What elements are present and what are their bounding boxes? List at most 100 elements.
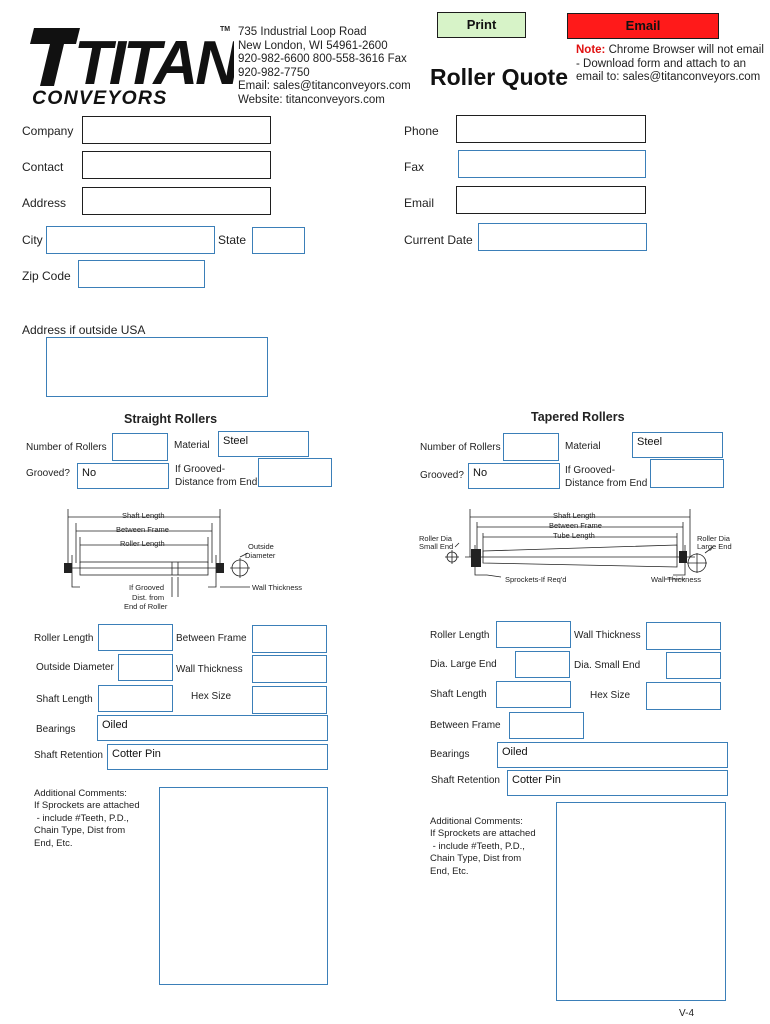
tapered-comments-label: Additional Comments: If Sprockets are at… xyxy=(430,816,536,878)
tapered-comments-line: End, Etc. xyxy=(430,865,469,877)
tapered-dia-small-field[interactable] xyxy=(666,652,721,679)
email-button[interactable]: Email xyxy=(567,13,719,39)
straight-comments-line: Chain Type, Dist from xyxy=(34,825,126,837)
city-label: City xyxy=(22,233,43,247)
tapered-grooved-label: Grooved? xyxy=(420,470,464,481)
tapered-diagram-wall-thickness: Wall Thickness xyxy=(651,575,701,584)
straight-num-rollers-field[interactable] xyxy=(112,433,168,461)
diagram-wall-thickness: Wall Thickness xyxy=(252,583,302,592)
straight-distance-field[interactable] xyxy=(258,458,332,487)
contact-field[interactable] xyxy=(82,151,271,179)
straight-between-frame-label: Between Frame xyxy=(176,633,247,644)
address-line-2: New London, WI 54961-2600 xyxy=(238,39,388,52)
tapered-diagram-shaft-length: Shaft Length xyxy=(553,511,596,520)
straight-comments-field[interactable] xyxy=(159,787,328,985)
tapered-between-frame-field[interactable] xyxy=(509,712,584,739)
email-line: Email: sales@titanconveyors.com xyxy=(238,80,411,93)
straight-hex-size-field[interactable] xyxy=(252,686,327,714)
tapered-comments-field[interactable] xyxy=(556,802,726,1001)
straight-outside-diameter-field[interactable] xyxy=(118,654,173,681)
titan-logo: TITAN CONVEYORS TM xyxy=(28,22,244,109)
company-label: Company xyxy=(22,124,74,138)
tapered-material-field[interactable]: Steel xyxy=(632,432,723,458)
trademark-mark: TM xyxy=(220,26,231,33)
straight-if-grooved-label: If Grooved- xyxy=(175,464,226,475)
diagram-dist-from: Dist. from xyxy=(132,593,164,602)
email-field[interactable] xyxy=(456,186,646,214)
tapered-diagram-tube-length: Tube Length xyxy=(553,531,595,540)
straight-shaft-length-field[interactable] xyxy=(98,685,173,712)
straight-comments-line: End, Etc. xyxy=(34,837,73,849)
tapered-grooved-field[interactable]: No xyxy=(468,463,560,489)
straight-roller-length-field[interactable] xyxy=(98,624,173,651)
tapered-distance-field[interactable] xyxy=(650,459,724,488)
fax-line: 920-982-7750 xyxy=(238,66,310,79)
diagram-shaft-length: Shaft Length xyxy=(122,511,165,520)
address-field[interactable] xyxy=(82,187,271,215)
outside-usa-field[interactable] xyxy=(46,337,268,397)
straight-roller-length-label: Roller Length xyxy=(34,633,94,644)
tapered-hex-size-label: Hex Size xyxy=(590,690,631,701)
straight-grooved-label: Grooved? xyxy=(26,468,70,479)
diagram-between-frame: Between Frame xyxy=(116,525,169,534)
tapered-shaft-retention-label: Shaft Retention xyxy=(431,775,500,786)
company-contact-block: 735 Industrial Loop Road New London, WI … xyxy=(238,26,411,108)
diagram-outside: Outside xyxy=(248,542,274,551)
tapered-distance-label: Distance from End xyxy=(565,478,648,489)
tapered-hex-size-field[interactable] xyxy=(646,682,721,710)
straight-shaft-retention-field[interactable]: Cotter Pin xyxy=(107,744,328,770)
tapered-roller-length-label: Roller Length xyxy=(430,630,490,641)
straight-comments-line: Additional Comments: xyxy=(34,788,127,799)
tapered-comments-line: Chain Type, Dist from xyxy=(430,853,522,865)
tapered-diagram-roller-dia-small: Roller Dia xyxy=(419,534,453,543)
tapered-dia-large-field[interactable] xyxy=(515,651,570,678)
phone-field[interactable] xyxy=(456,115,646,143)
tapered-bearings-label: Bearings xyxy=(430,749,470,760)
state-label: State xyxy=(218,233,247,247)
logo-wordmark: TITAN xyxy=(74,29,234,98)
tapered-comments-line: - include #Teeth, P.D., xyxy=(430,840,525,852)
tapered-comments-line: Additional Comments: xyxy=(430,816,523,827)
tapered-dia-small-label: Dia. Small End xyxy=(574,660,641,671)
zip-field[interactable] xyxy=(78,260,205,288)
straight-bearings-label: Bearings xyxy=(36,724,76,735)
diagram-if-grooved: If Grooved xyxy=(129,583,164,592)
tapered-shaft-retention-field[interactable]: Cotter Pin xyxy=(507,770,728,796)
state-field[interactable] xyxy=(252,227,305,254)
diagram-end-of-roller: End of Roller xyxy=(124,602,168,611)
city-field[interactable] xyxy=(46,226,215,254)
titan-logo-graphic: TITAN CONVEYORS xyxy=(30,28,244,109)
straight-material-label: Material xyxy=(174,440,210,451)
straight-shaft-retention-label: Shaft Retention xyxy=(34,750,103,761)
tapered-diagram-between-frame: Between Frame xyxy=(549,521,602,530)
current-date-field[interactable] xyxy=(478,223,647,251)
straight-between-frame-field[interactable] xyxy=(252,625,327,653)
tapered-num-rollers-field[interactable] xyxy=(503,433,559,461)
tapered-wall-thickness-label: Wall Thickness xyxy=(574,630,641,641)
note-text: Chrome Browser will not email - Download… xyxy=(576,44,764,84)
phone-label: Phone xyxy=(404,124,439,138)
straight-shaft-length-label: Shaft Length xyxy=(36,694,93,705)
outside-usa-label: Address if outside USA xyxy=(22,323,146,337)
tapered-wall-thickness-field[interactable] xyxy=(646,622,721,650)
company-field[interactable] xyxy=(82,116,271,144)
straight-material-field[interactable]: Steel xyxy=(218,431,309,457)
straight-wall-thickness-field[interactable] xyxy=(252,655,327,683)
phone-line: 920-982-6600 800-558-3616 Fax xyxy=(238,53,407,66)
address-line-1: 735 Industrial Loop Road xyxy=(238,26,367,38)
straight-wall-thickness-label: Wall Thickness xyxy=(176,664,243,675)
tapered-bearings-field[interactable]: Oiled xyxy=(497,742,728,768)
tapered-roller-length-field[interactable] xyxy=(496,621,571,648)
tapered-shaft-length-field[interactable] xyxy=(496,681,571,708)
straight-roller-diagram: Shaft Length Between Frame Roller Length… xyxy=(64,509,302,611)
fax-field[interactable] xyxy=(458,150,646,178)
straight-distance-label: Distance from End xyxy=(175,477,258,488)
straight-comments-line: If Sprockets are attached xyxy=(34,800,140,812)
fax-label: Fax xyxy=(404,160,425,174)
straight-grooved-field[interactable]: No xyxy=(77,463,169,489)
straight-bearings-field[interactable]: Oiled xyxy=(97,715,328,741)
tapered-diagram-roller-dia-large: Roller Dia xyxy=(697,534,731,543)
version-label: V-4 xyxy=(679,1008,695,1019)
tapered-material-label: Material xyxy=(565,441,601,452)
print-button[interactable]: Print xyxy=(437,12,526,38)
